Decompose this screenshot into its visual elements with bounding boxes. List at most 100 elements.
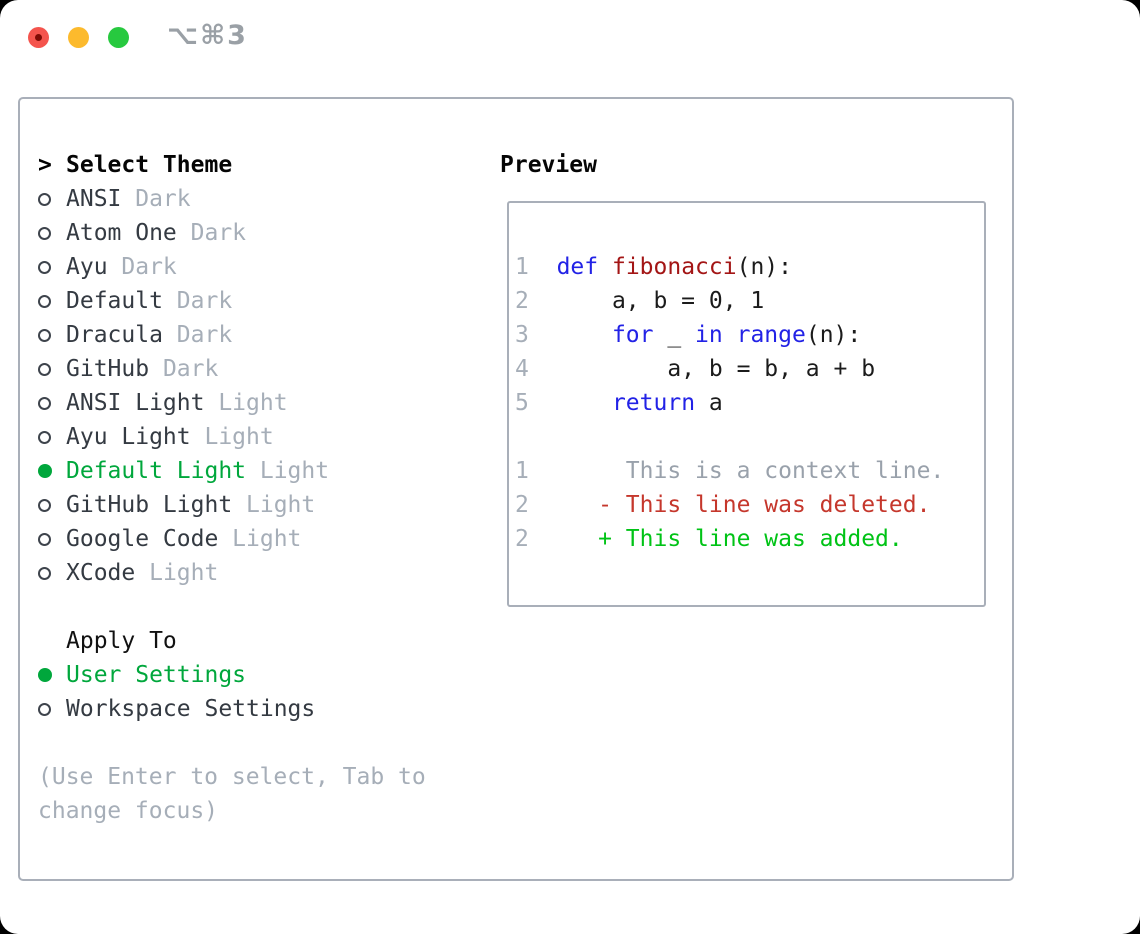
- code-token: _: [653, 322, 696, 348]
- window-titlebar: ⌥⌘3: [0, 0, 1140, 75]
- line-number: 2: [515, 492, 529, 518]
- line-number: 1: [515, 458, 529, 484]
- theme-name: Atom One: [66, 220, 177, 246]
- theme-option-ayu[interactable]: Ayu Dark: [38, 250, 426, 284]
- preview-header: Preview: [500, 148, 597, 182]
- radio-marker: [38, 396, 66, 410]
- code-token: return: [611, 390, 696, 416]
- line-number: 3: [515, 322, 529, 348]
- hint-text-line-1: (Use Enter to select, Tab to: [38, 764, 426, 790]
- prompt-marker: >: [38, 152, 66, 178]
- theme-name: GitHub: [66, 356, 150, 382]
- radio-selected-icon: [38, 668, 52, 682]
- code-token: [529, 254, 557, 280]
- theme-picker-panel: [18, 97, 1014, 881]
- code-token: (n):: [736, 254, 792, 280]
- close-button[interactable]: [28, 27, 49, 48]
- code-token: range: [736, 322, 806, 348]
- code-line: 5 return a: [515, 386, 984, 420]
- code-token: for: [611, 322, 654, 348]
- radio-unselected-icon: [38, 566, 51, 580]
- theme-option-github[interactable]: GitHub Dark: [38, 352, 426, 386]
- apply-option-label: User Settings: [66, 662, 247, 688]
- theme-option-github-light[interactable]: GitHub Light Light: [38, 488, 426, 522]
- code-token: [529, 390, 612, 416]
- apply-option-user-settings[interactable]: User Settings: [38, 658, 426, 692]
- radio-marker: [38, 362, 66, 376]
- code-token: [723, 322, 737, 348]
- hint-text-line-2: change focus): [38, 798, 219, 824]
- diff-text: - This line was deleted.: [528, 492, 931, 518]
- theme-name: Default Light: [66, 458, 247, 484]
- diff-line-context: 1 This is a context line.: [515, 454, 984, 488]
- apply-option-workspace-settings[interactable]: Workspace Settings: [38, 692, 426, 726]
- window-shortcut-label: ⌥⌘3: [167, 20, 248, 51]
- apply-option-label: Workspace Settings: [66, 696, 316, 722]
- theme-variant-tag: Dark: [162, 356, 219, 382]
- radio-unselected-icon: [38, 260, 51, 274]
- code-token: (n):: [805, 322, 862, 348]
- code-token: def: [556, 254, 599, 280]
- line-number: 4: [515, 356, 529, 382]
- diff-text: + This line was added.: [528, 526, 903, 552]
- theme-variant-tag: Dark: [121, 254, 177, 280]
- theme-variant-tag: Light: [149, 560, 219, 586]
- code-line: 4 a, b = b, a + b: [515, 352, 984, 386]
- select-theme-title: Select Theme: [66, 152, 233, 178]
- radio-unselected-icon: [38, 226, 51, 240]
- theme-option-ansi[interactable]: ANSI Dark: [38, 182, 426, 216]
- theme-name: XCode: [66, 560, 136, 586]
- apply-to-title: Apply To: [66, 628, 177, 654]
- theme-variant-tag: Light: [218, 390, 288, 416]
- apply-to-header: Apply To: [38, 624, 426, 658]
- theme-variant-tag: Light: [246, 492, 316, 518]
- radio-unselected-icon: [38, 532, 51, 546]
- radio-marker: [38, 328, 66, 342]
- code-line: 1 def fibonacci(n):: [515, 250, 984, 284]
- line-number: 1: [515, 254, 529, 280]
- radio-unselected-icon: [38, 192, 51, 206]
- theme-name: Ayu: [66, 254, 108, 280]
- theme-option-atom-one[interactable]: Atom One Dark: [38, 216, 426, 250]
- radio-unselected-icon: [38, 396, 51, 410]
- theme-name: GitHub Light: [66, 492, 233, 518]
- radio-marker: [38, 430, 66, 444]
- theme-name: Ayu Light: [66, 424, 191, 450]
- prompt-caret-icon: >: [38, 152, 52, 178]
- radio-marker: [38, 260, 66, 274]
- theme-name: ANSI: [66, 186, 122, 212]
- theme-variant-tag: Light: [232, 526, 302, 552]
- code-token: [529, 322, 612, 348]
- code-line: 2 a, b = 0, 1: [515, 284, 984, 318]
- minimize-button[interactable]: [68, 27, 89, 48]
- theme-option-xcode[interactable]: XCode Light: [38, 556, 426, 590]
- theme-option-ayu-light[interactable]: Ayu Light Light: [38, 420, 426, 454]
- radio-unselected-icon: [38, 498, 51, 512]
- theme-variant-tag: Dark: [190, 220, 247, 246]
- line-number: 2: [515, 526, 529, 552]
- radio-marker: [38, 668, 66, 682]
- radio-marker: [38, 464, 66, 478]
- maximize-button[interactable]: [108, 27, 129, 48]
- radio-marker: [38, 532, 66, 546]
- theme-variant-tag: Light: [204, 424, 274, 450]
- radio-unselected-icon: [38, 702, 51, 716]
- radio-unselected-icon: [38, 328, 51, 342]
- code-token: a, b = b, a + b: [528, 356, 876, 382]
- close-button-dot-icon: [35, 34, 42, 41]
- theme-name: Default: [66, 288, 163, 314]
- code-line: 3 for _ in range(n):: [515, 318, 984, 352]
- radio-marker: [38, 192, 66, 206]
- theme-name: Dracula: [66, 322, 163, 348]
- theme-variant-tag: Dark: [135, 186, 191, 212]
